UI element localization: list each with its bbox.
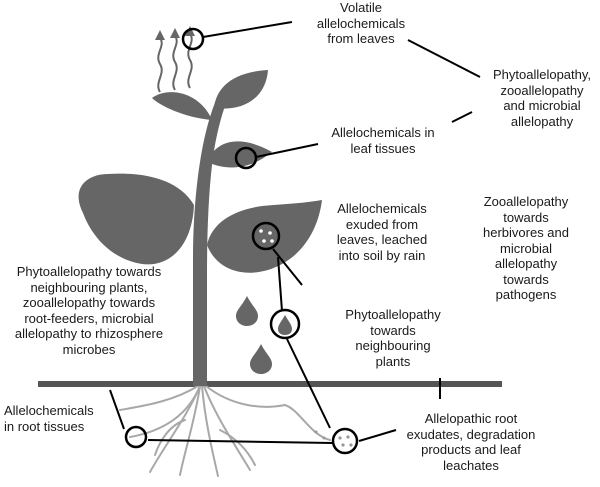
arrow-head bbox=[155, 30, 165, 40]
exudate-dot bbox=[314, 430, 318, 434]
label-phyto-neighbouring-plants: Phytoallelopathy towards neighbouring pl… bbox=[345, 307, 441, 369]
stem bbox=[193, 100, 226, 386]
leaf-top-left bbox=[152, 92, 212, 120]
label-root-exudates: Allelopathic root exudates, degradation … bbox=[406, 411, 536, 473]
root-system bbox=[119, 385, 331, 477]
volatile-emission-arrows bbox=[157, 33, 193, 93]
leaf-left-large bbox=[78, 173, 194, 265]
label-zooallelopathy-herbivores: Zooallelopathy towards herbivores and mi… bbox=[483, 194, 569, 302]
exudate-dot bbox=[338, 436, 342, 440]
exudate-dot bbox=[341, 443, 345, 447]
rain-drop bbox=[250, 344, 272, 374]
chemical-dot bbox=[270, 239, 274, 243]
rain-drop bbox=[236, 296, 258, 326]
chemical-dot bbox=[262, 239, 266, 243]
exudate-dot bbox=[346, 435, 350, 439]
arrow-head bbox=[170, 28, 180, 38]
arrow-head bbox=[185, 26, 195, 36]
leaf-middle-small bbox=[207, 141, 272, 168]
chemical-dot bbox=[259, 229, 263, 233]
soil-surface bbox=[38, 381, 502, 387]
label-phyto-neighbouring-long: Phytoallelopathy towards neighbouring pl… bbox=[14, 264, 164, 357]
rain-drop-in-callout bbox=[278, 315, 292, 335]
exudate-dot bbox=[322, 436, 326, 440]
exudate-dot bbox=[349, 443, 353, 447]
label-leaf-tissues: Allelochemicals in leaf tissues bbox=[331, 125, 435, 156]
leaf-top-right bbox=[214, 70, 268, 109]
chemical-dot bbox=[268, 231, 272, 235]
label-root-tissues: Allelochemicals in root tissues bbox=[4, 403, 94, 434]
label-exuded-from-leaves: Allelochemicals exuded from leaves, leac… bbox=[336, 201, 428, 263]
label-phyto-zoo-microbial: Phytoallelopathy, zooallelopathy and mic… bbox=[492, 67, 592, 129]
label-volatile-allelochemicals: Volatile allelochemicals from leaves bbox=[316, 0, 406, 46]
connector-lines bbox=[109, 21, 481, 444]
